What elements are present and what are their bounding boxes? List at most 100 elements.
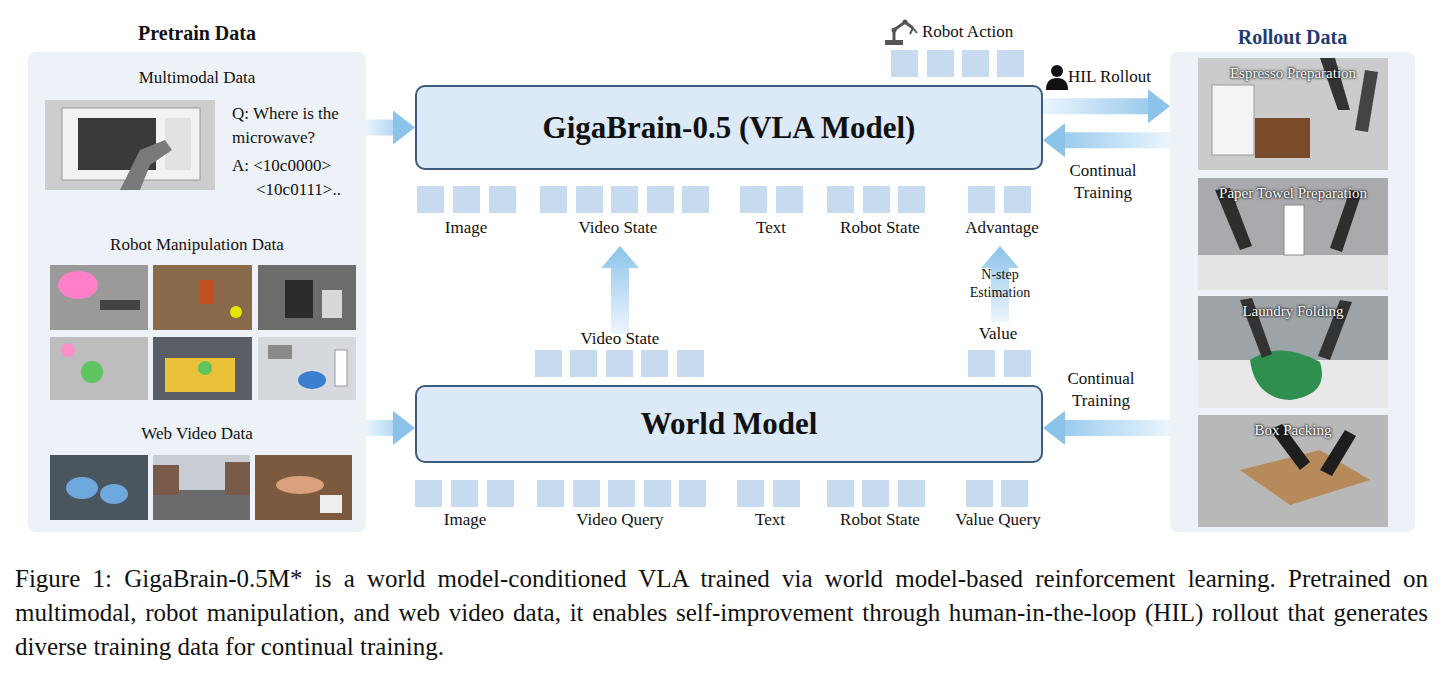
person-icon [1051,65,1063,77]
photo-label: Paper Towel Preparation [1198,184,1388,202]
photo-web-video [66,477,98,499]
token [451,480,478,507]
token-label: Value Query [928,510,1068,530]
token [966,480,993,507]
photo-manipulation [100,300,140,310]
token-label: Video Query [550,510,690,530]
photo-rollout [1284,205,1304,255]
photo-web-video [50,455,148,520]
data-panel: Pretrain DataMultimodal DataQ: Where is … [28,52,366,532]
figure-caption: Figure 1: GigaBrain-0.5M* is a world mod… [15,562,1428,664]
token [827,480,854,507]
token [647,186,674,213]
output-label: Robot Action [922,22,1062,42]
token [641,350,668,377]
photo-manipulation [258,265,356,330]
token [773,480,800,507]
up-arrow [981,246,1019,322]
photo-rollout [1320,58,1350,110]
up-arrow [601,246,1019,334]
photo-rollout [1330,190,1362,252]
token [962,50,989,77]
photo-microwave [62,108,200,180]
section-title: Web Video Data [28,424,366,444]
photo-manipulation [50,265,148,330]
photo-rollout [1198,415,1388,527]
photo-rollout [1198,255,1388,290]
token [682,186,709,213]
panel-heading: Rollout Data [1170,25,1415,49]
photo-microwave [45,100,215,190]
section-title: Robot Manipulation Data [28,235,366,255]
robot-icon [892,28,897,33]
token-label: Text [720,510,820,530]
token-label: Video State [548,218,688,238]
photo-manipulation [322,290,342,318]
photo-web-video [276,476,324,494]
token-label: Value [948,324,1048,344]
photo-rollout [1255,118,1310,158]
edge-label: Continual Training [1053,160,1153,204]
answer-text: A: <10c0000> <10c0111>.. [232,154,356,202]
edge-label: Continual Training [1051,368,1151,412]
token [679,480,706,507]
rollout-photo: Paper Towel Preparation [1198,178,1388,290]
photo-microwave [165,118,191,170]
photo-manipulation [61,343,75,357]
token [611,186,638,213]
photo-web-video [153,455,250,520]
photo-manipulation [298,371,326,389]
robot-icon [910,28,913,34]
token [487,480,514,507]
photo-rollout [1270,424,1310,470]
person-icon [1046,65,1068,90]
token [537,480,564,507]
token [968,186,995,213]
photo-rollout [1240,450,1370,505]
token [898,186,925,213]
token [540,186,567,213]
data-panel: Rollout DataEspresso PreparationPaper To… [1170,52,1415,532]
photo-microwave [120,140,172,190]
photo-web-video [225,462,250,495]
photo-manipulation [81,361,103,383]
token [489,186,516,213]
model-box: GigaBrain-0.5 (VLA Model) [415,85,1043,170]
photo-rollout [1198,178,1388,290]
photo-label: Box Packing [1198,421,1388,439]
token [968,350,995,377]
photo-manipulation [50,337,148,400]
token [898,480,925,507]
robot-icon [894,22,913,40]
section-title: Multimodal Data [28,68,366,88]
token [737,480,764,507]
photo-rollout [1320,430,1356,476]
photo-web-video [100,484,128,504]
photo-web-video [255,455,352,520]
token-label: Robot State [810,510,950,530]
model-box: World Model [415,385,1043,463]
token-label: Image [416,218,516,238]
up-arrow [601,246,639,334]
token [417,186,444,213]
robot-icon [885,20,917,46]
photo-rollout [1198,58,1388,170]
question-text: Q: Where is the microwave? [232,102,362,150]
model-title: World Model [641,406,818,442]
photo-web-video [320,495,342,513]
token-label: Advantage [932,218,1072,238]
edge-label: HIL Rollout [1068,67,1178,87]
model-title: GigaBrain-0.5 (VLA Model) [543,110,916,146]
photo-manipulation [268,345,292,359]
robot-icon [913,28,917,33]
photo-web-video [153,490,250,520]
photo-web-video [50,455,352,520]
token [573,480,600,507]
rollout-photo: Espresso Preparation [1198,58,1388,170]
token [863,186,890,213]
token-label: Image [415,510,515,530]
token [415,480,442,507]
token [415,50,1031,507]
token [891,50,918,77]
token-label: Video State [550,329,690,349]
